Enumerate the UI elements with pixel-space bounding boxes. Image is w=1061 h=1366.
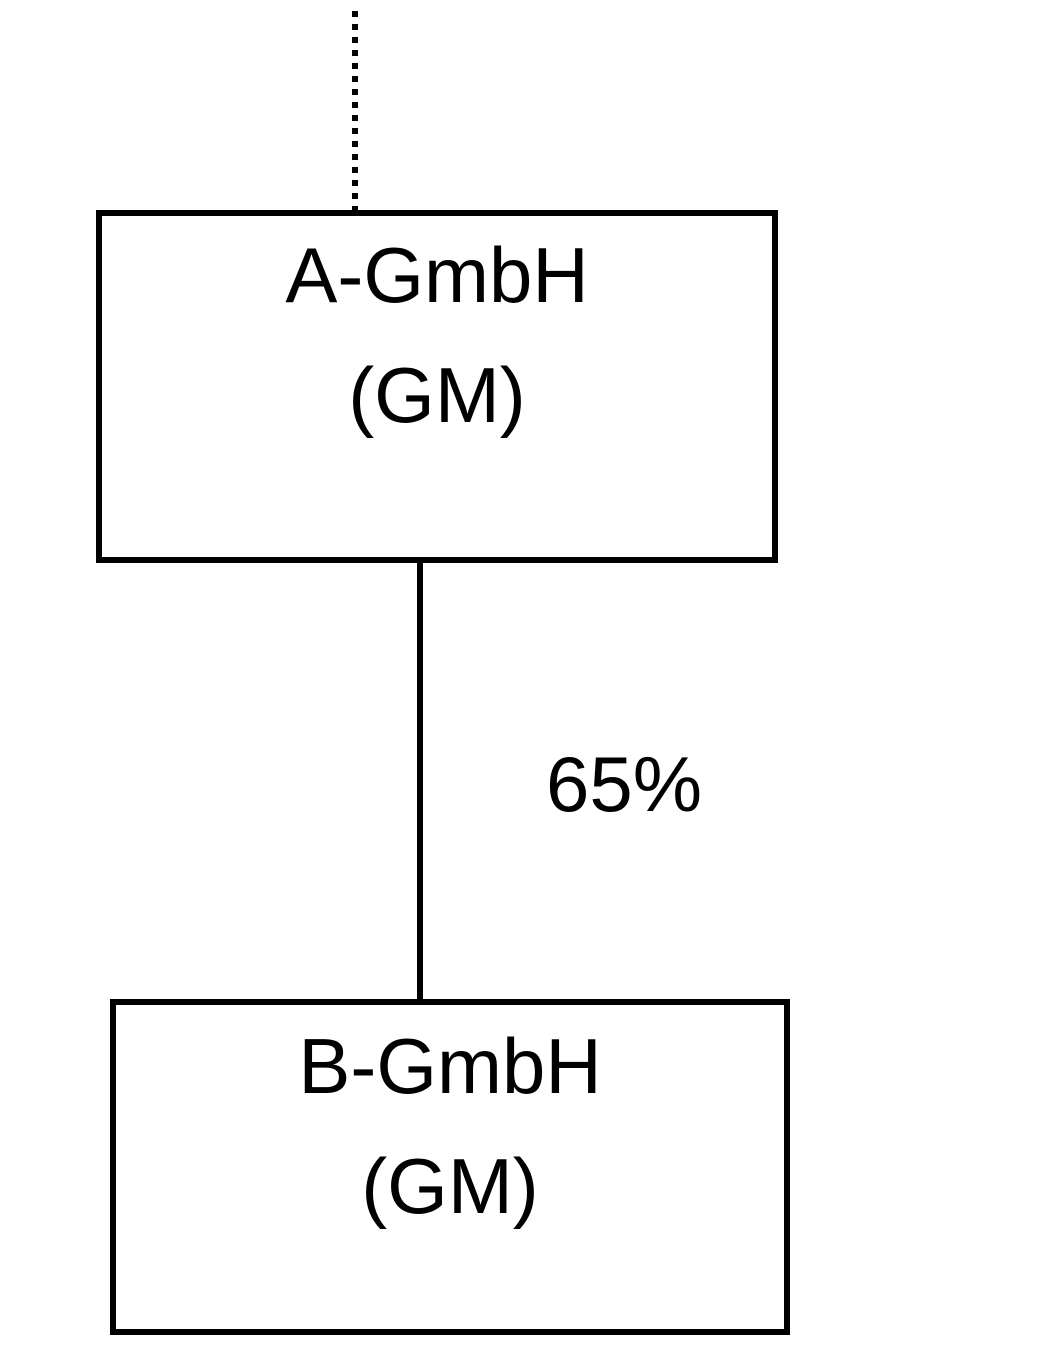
entity-name-a-gmbh: A-GmbH [285, 231, 589, 319]
entity-qualifier-a-gmbh: (GM) [348, 351, 526, 439]
entity-box-b-gmbh[interactable]: B-GmbH (GM) [110, 999, 790, 1335]
entity-name-b-gmbh: B-GmbH [298, 1022, 602, 1110]
entity-box-a-gmbh[interactable]: A-GmbH (GM) [96, 210, 778, 563]
connector-solid-a-to-b [417, 560, 423, 1002]
edge-label-ownership-percentage: 65% [546, 740, 703, 828]
connector-dotted-parent-to-a [352, 11, 358, 212]
entity-qualifier-b-gmbh: (GM) [361, 1142, 539, 1230]
